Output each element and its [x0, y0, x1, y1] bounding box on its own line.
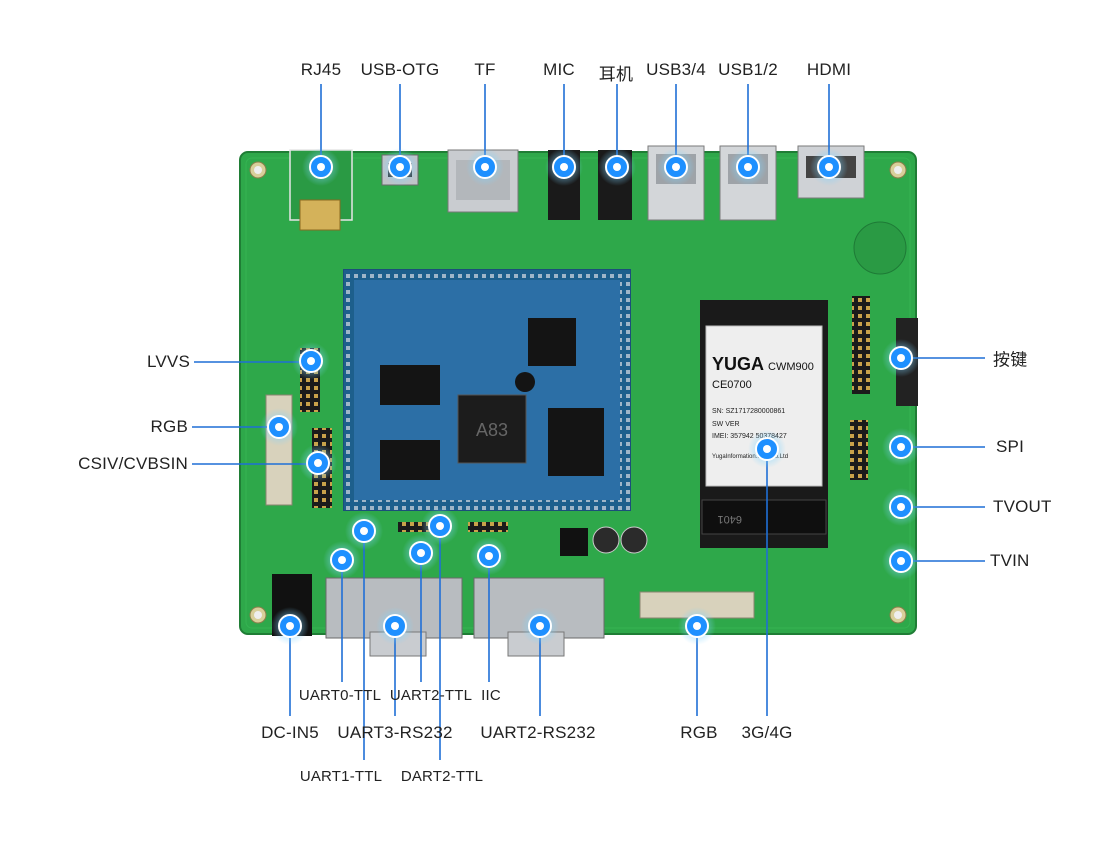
module-sw: SW VER — [712, 421, 740, 428]
module-brand: YUGA — [712, 354, 764, 374]
marker-mic — [545, 148, 583, 186]
label-earphone: 耳机 — [598, 65, 634, 84]
label-rj45: RJ45 — [300, 60, 342, 79]
label-uart2-rs232: UART2-RS232 — [480, 723, 596, 742]
label-tvin: TVIN — [990, 551, 1030, 570]
spi-header — [850, 420, 868, 480]
label-tf: TF — [474, 60, 496, 79]
marker-usb34 — [657, 148, 695, 186]
marker-tf — [466, 148, 504, 186]
label-usb12: USB1/2 — [718, 60, 778, 79]
marker-hdmi — [810, 148, 848, 186]
module-sn: SN: SZ1717280000861 — [712, 408, 785, 415]
marker-uart1 — [345, 512, 383, 550]
marker-lvvs — [292, 342, 330, 380]
iic-header — [468, 522, 508, 532]
regulator — [560, 528, 588, 556]
marker-keys — [882, 339, 920, 377]
capacitor — [620, 526, 648, 554]
marker-usb-otg — [381, 148, 419, 186]
label-rgb-bottom: RGB — [680, 723, 718, 742]
label-spi: SPI — [996, 437, 1025, 456]
label-uart1-ttl: UART1-TTL — [299, 768, 383, 785]
marker-earphone — [598, 148, 636, 186]
marker-rj45 — [302, 148, 340, 186]
marker-tvin — [882, 542, 920, 580]
marker-rgb-left — [260, 408, 298, 446]
label-rgb-left: RGB — [150, 417, 188, 436]
module-model: CWM900 — [768, 361, 814, 373]
marker-uart2-rs232 — [521, 607, 559, 645]
label-uart2-ttl: UART2-TTL — [389, 687, 473, 704]
module-imei: IMEI: 357942 50378427 — [712, 433, 787, 440]
marker-dart2 — [421, 507, 459, 545]
label-tvout: TVOUT — [993, 497, 1052, 516]
label-uart0-ttl: UART0-TTL — [298, 687, 382, 704]
label-dc-in: DC-IN5 — [261, 723, 319, 742]
marker-usb12 — [729, 148, 767, 186]
markers — [260, 148, 920, 645]
right-header — [852, 296, 870, 394]
label-lvvs: LVVS — [146, 352, 190, 371]
label-keys: 按键 — [993, 350, 1028, 370]
label-uart3-rs232: UART3-RS232 — [337, 723, 453, 742]
soc-label: A83 — [476, 420, 508, 440]
marker-csiv — [299, 444, 337, 482]
marker-3g4g — [748, 430, 786, 468]
label-3g4g: 3G/4G — [741, 723, 793, 742]
label-usb-otg: USB-OTG — [360, 60, 440, 79]
marker-tvout — [882, 488, 920, 526]
core-module: A83 — [343, 269, 631, 511]
label-iic: IIC — [481, 687, 501, 704]
cellular-module: YUGA CWM900 CE0700 SN: SZ1717280000861 S… — [700, 300, 828, 548]
label-dart2-ttl: DART2-TTL — [400, 768, 484, 785]
label-usb34: USB3/4 — [646, 60, 706, 79]
marker-dc-in — [271, 607, 309, 645]
label-hdmi: HDMI — [806, 60, 852, 79]
capacitor — [592, 526, 620, 554]
uart-ttl-header — [398, 522, 438, 532]
marker-iic — [470, 537, 508, 575]
label-mic: MIC — [543, 60, 575, 79]
marker-uart2ttl — [402, 534, 440, 572]
module-ce: CE0700 — [712, 379, 752, 391]
marker-spi — [882, 428, 920, 466]
marker-uart0 — [323, 541, 361, 579]
label-csiv: CSIV/CVBSIN — [78, 454, 188, 473]
marker-uart3-rs232 — [376, 607, 414, 645]
battery-holder — [853, 221, 907, 275]
marker-rgb-bottom — [678, 607, 716, 645]
slot-label: 6401 — [718, 513, 742, 525]
